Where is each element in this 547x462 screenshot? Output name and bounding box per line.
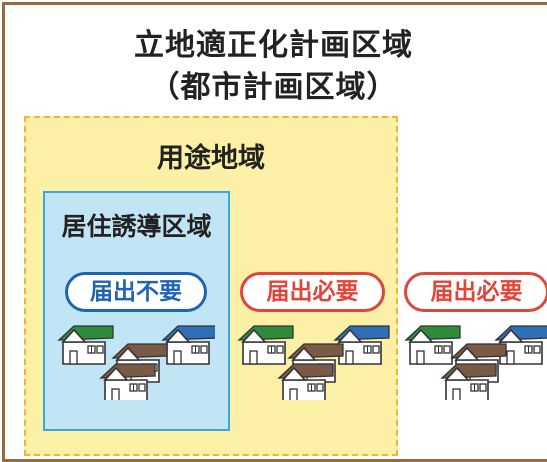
house-cluster-icon <box>57 325 215 400</box>
use-zone-label: 用途地域 <box>157 143 265 174</box>
badge-not-required: 届出不要 <box>65 272 207 312</box>
badge-required-use-zone: 届出必要 <box>240 272 385 312</box>
house-cluster-icon <box>404 325 547 400</box>
planning-area-subtitle: （都市計画区域） <box>149 70 398 105</box>
planning-area-title: 立地適正化計画区域 <box>134 28 413 63</box>
badge-required-outside: 届出必要 <box>404 272 547 312</box>
residential-zone-label: 居住誘導区域 <box>61 212 212 241</box>
house-cluster-icon <box>237 325 390 400</box>
